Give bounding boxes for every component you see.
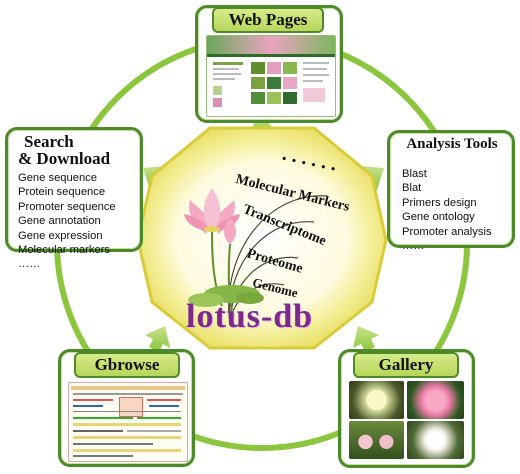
- search-item-gene-annotation[interactable]: Gene annotation: [18, 215, 101, 228]
- search-download-module[interactable]: [5, 127, 143, 252]
- gallery-title: Gallery: [353, 352, 459, 378]
- gallery-photo-pink-lotus[interactable]: [407, 381, 464, 419]
- gbrowse-screenshot[interactable]: [68, 382, 188, 462]
- arrow-to-gbrowse: [145, 326, 170, 352]
- search-item-gene-expression[interactable]: Gene expression: [18, 229, 103, 242]
- analysis-tools-module[interactable]: [387, 130, 515, 248]
- tool-blat[interactable]: Blat: [402, 182, 422, 195]
- search-download-title-line1: Search: [24, 132, 74, 151]
- search-item-gene-sequence[interactable]: Gene sequence: [18, 172, 97, 184]
- search-item-more: ……: [18, 258, 41, 271]
- analysis-tools-title: Analysis Tools: [406, 136, 498, 152]
- search-item-promoter-sequence[interactable]: Promoter sequence: [18, 200, 116, 213]
- web-pages-screenshot[interactable]: [206, 35, 336, 117]
- search-item-molecular-markers[interactable]: Molecular markers: [18, 244, 111, 257]
- tool-primers-design[interactable]: Primers design: [402, 196, 477, 209]
- lotus-flower-illustration: [184, 188, 264, 311]
- web-pages-title: Web Pages: [212, 7, 324, 33]
- arrow-to-gallery: [353, 326, 379, 352]
- analysis-tools-list: Blast Blat Primers design Gene ontology …: [402, 167, 492, 253]
- search-download-list: Gene sequence Protein sequence Promoter …: [18, 171, 116, 272]
- lotus-db-logo: lotus-db: [186, 298, 314, 335]
- tool-blast[interactable]: Blast: [402, 168, 427, 180]
- arrow-to-web-pages: [249, 112, 275, 140]
- gallery-photo-lotus-buds[interactable]: [349, 421, 404, 459]
- tool-promoter-analysis[interactable]: Promoter analysis: [402, 225, 492, 238]
- gallery-photo-white-lotus-2[interactable]: [407, 421, 464, 459]
- gbrowse-title: Gbrowse: [74, 352, 180, 378]
- search-download-title-line2: & Download: [18, 149, 111, 168]
- tool-more: ……: [402, 240, 425, 253]
- tool-gene-ontology[interactable]: Gene ontology: [402, 211, 475, 224]
- gallery-photo-white-lotus[interactable]: [349, 381, 404, 419]
- search-item-protein-sequence[interactable]: Protein sequence: [18, 186, 106, 199]
